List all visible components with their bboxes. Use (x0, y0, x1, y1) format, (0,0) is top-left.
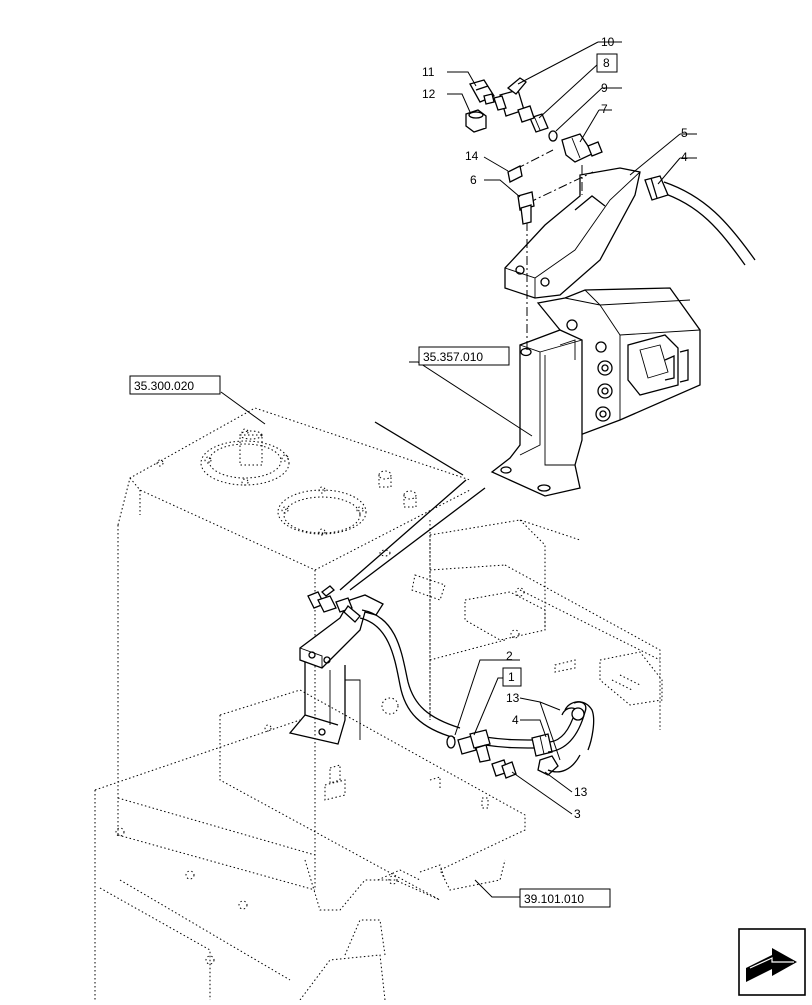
zoom-line-3 (374, 421, 464, 476)
valve-mount-bracket (490, 329, 583, 497)
fitting-7 (561, 133, 603, 163)
axis-line-2 (527, 171, 594, 204)
callout-12: 12 (422, 87, 436, 101)
callout-4-upper: 4 (681, 150, 688, 164)
fitting-1 (457, 729, 491, 763)
callout-8-box (596, 53, 618, 73)
callout-10: 10 (601, 35, 615, 49)
callout-9: 9 (601, 81, 608, 95)
hose-lower (359, 609, 536, 749)
ref-tank[interactable]: 35.300.020 (134, 379, 194, 393)
elbow-3 (491, 759, 517, 779)
installed-valve (307, 585, 361, 623)
ref-frame-box (519, 888, 611, 908)
ball-valve-10 (493, 77, 535, 123)
callout-1: 1 (508, 670, 515, 684)
callout-8: 8 (603, 56, 610, 70)
angle-plate (504, 167, 641, 299)
callout-2: 2 (506, 649, 513, 663)
zoom-line-2 (349, 487, 486, 591)
callout-4-lower: 4 (512, 713, 519, 727)
hydraulic-tank (117, 407, 526, 911)
callout-14: 14 (465, 149, 479, 163)
callout-13-upper: 13 (506, 691, 520, 705)
hose-upper (644, 175, 756, 266)
fitting-4-lower (531, 733, 553, 757)
callout-7: 7 (601, 102, 608, 116)
callout-5: 5 (681, 126, 688, 140)
decal-14 (507, 165, 523, 183)
callout-3: 3 (574, 807, 581, 821)
nut-12 (465, 109, 487, 133)
washer-2 (446, 735, 456, 749)
tank-mount-bracket (288, 660, 361, 745)
washer-9 (548, 130, 558, 142)
next-page-arrow-icon[interactable] (738, 928, 806, 996)
callout-13-lower: 13 (574, 785, 588, 799)
callout-6: 6 (470, 173, 477, 187)
frame-floor (94, 719, 386, 1001)
callout-1-box (502, 667, 522, 687)
ref-frame[interactable]: 39.101.010 (524, 892, 584, 906)
ref-valve[interactable]: 35.357.010 (423, 350, 483, 364)
axis-line-3 (515, 149, 554, 170)
ref-tank-box (129, 375, 221, 395)
zoom-line-1 (339, 479, 467, 591)
callout-labels: 10 8 9 7 5 4 11 12 14 6 35.357.010 35.30… (129, 35, 688, 908)
elbow-fitting-11 (469, 79, 495, 105)
ref-valve-box (418, 346, 510, 366)
chassis-rail (411, 519, 663, 730)
bolt-6 (517, 191, 535, 225)
callout-11: 11 (422, 65, 435, 79)
hose-loop-13 (537, 701, 595, 776)
